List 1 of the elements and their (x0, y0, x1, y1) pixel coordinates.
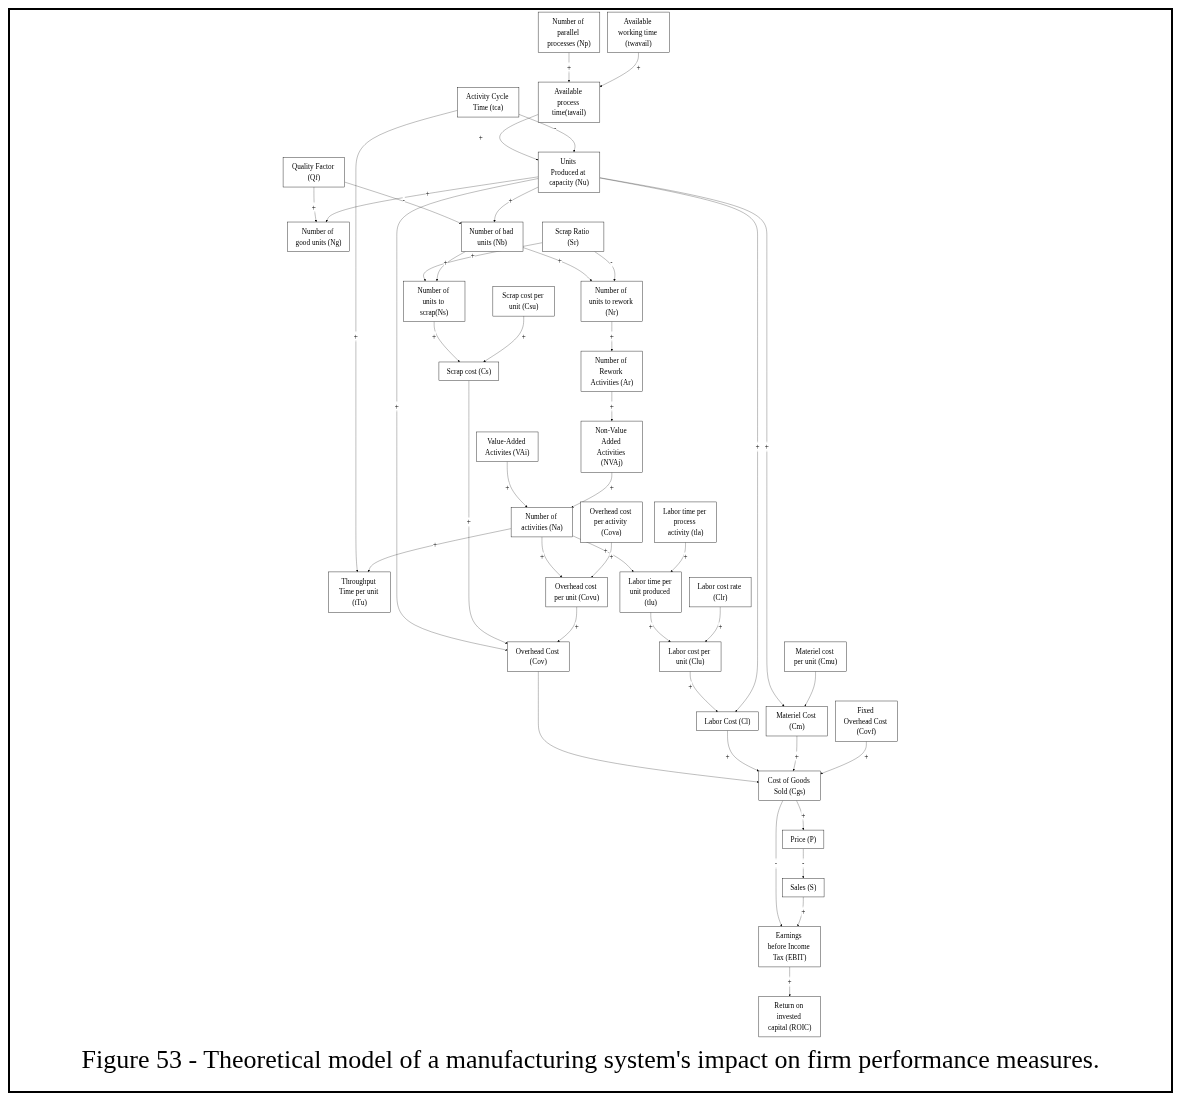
figure-caption: Figure 53 - Theoretical model of a manufacturing system's impact on firm performance measures. (80, 1044, 1101, 1076)
